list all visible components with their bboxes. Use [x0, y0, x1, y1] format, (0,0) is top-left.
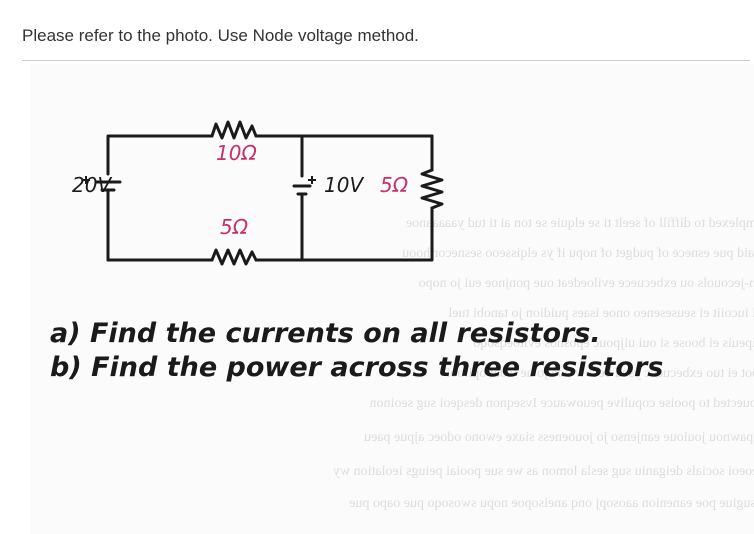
circuit-diagram: 10Ω 20V 10V 5Ω 5Ω a) Find the currents o…: [50, 120, 663, 383]
source-mid-label: 10V: [324, 173, 364, 197]
divider: [22, 60, 750, 61]
wire: [106, 134, 214, 176]
task-a: a) Find the currents on all resistors.: [50, 318, 601, 349]
wire: [300, 206, 434, 262]
resistor-bottom-zigzag: [210, 248, 258, 266]
resistor-bottom-label: 5Ω: [220, 215, 249, 239]
source-left-label: 20V: [72, 173, 112, 197]
resistor-right-label: 5Ω: [380, 173, 409, 197]
circuit-photo: complexed to diffill of seelt ti se elqu…: [30, 64, 754, 534]
plus-mark: [308, 176, 316, 184]
task-b: b) Find the power across three resistors: [50, 352, 663, 383]
resistor-right-zigzag: [420, 168, 444, 210]
question-text: Please refer to the photo. Use Node volt…: [22, 26, 419, 45]
plus-mark: [82, 176, 90, 184]
resistor-top-zigzag: [210, 120, 258, 140]
resistor-top-label: 10Ω: [216, 141, 257, 165]
